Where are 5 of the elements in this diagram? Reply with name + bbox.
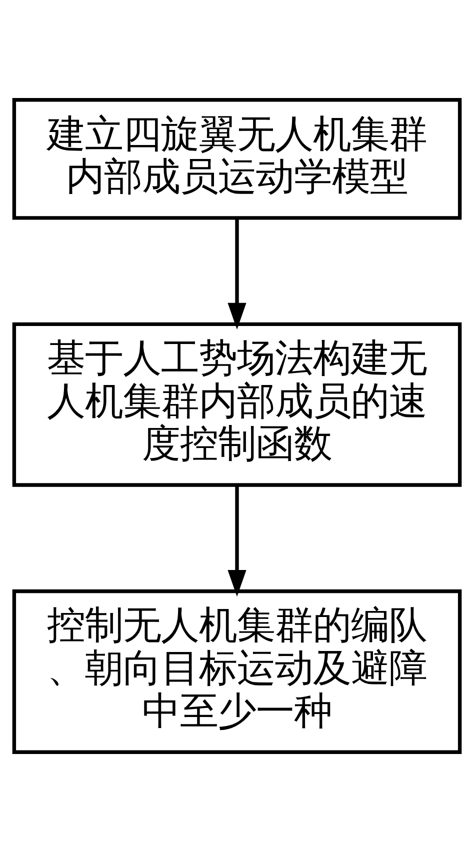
node-box: 控制无人机集群的编队、朝向目标运动及避障中至少一种 [12,589,462,754]
arrow [228,485,246,597]
node-box: 建立四旋翼无人机集群内部成员运动学模型 [12,98,462,220]
arrow [228,218,246,330]
node-box: 基于人工势场法构建无人机集群内部成员的速度控制函数 [12,322,462,487]
